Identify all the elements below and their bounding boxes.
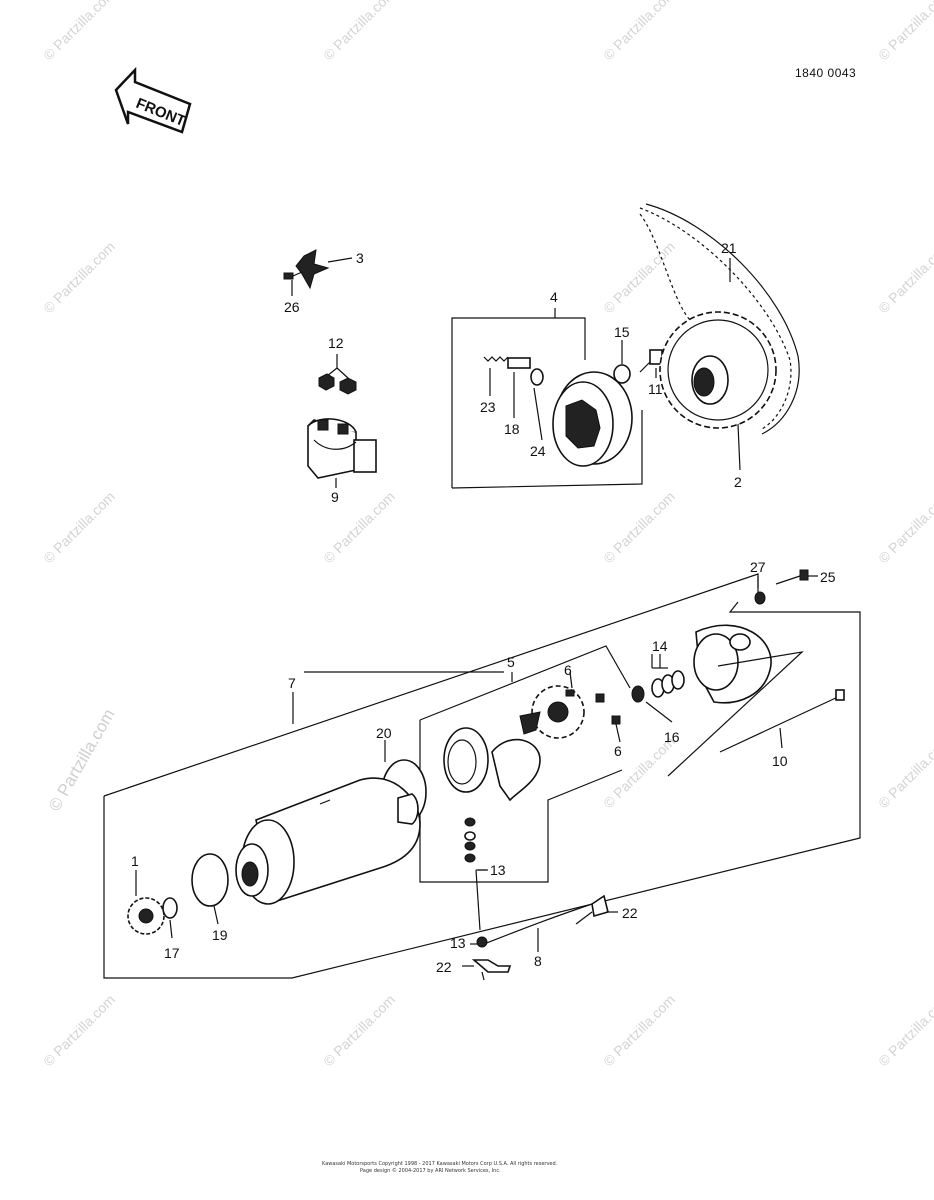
callout-3: 3 [356, 250, 364, 266]
callout-8: 8 [534, 953, 542, 969]
starter-motor [235, 777, 421, 905]
copyright-line-2: Page design © 2004-2017 by ARI Network S… [360, 1168, 501, 1174]
part-17-circlip [162, 897, 178, 939]
front-arrow-icon: FRONT [114, 66, 192, 134]
part-9-starter-relay [307, 418, 377, 488]
callout-6-bottom: 6 [614, 743, 622, 759]
callout-18: 18 [504, 421, 520, 437]
callout-26: 26 [284, 299, 300, 315]
callout-14: 14 [652, 638, 668, 654]
callout-1: 1 [131, 853, 139, 869]
part-21-chain [639, 203, 800, 435]
part-4-clutch-assembly [451, 308, 643, 489]
part-10-through-bolt [719, 689, 845, 753]
part-26-bolt [283, 271, 303, 296]
starter-end-cover [667, 624, 804, 777]
callout-6-top: 6 [564, 662, 572, 678]
callout-23: 23 [480, 399, 496, 415]
callout-16: 16 [664, 729, 680, 745]
part-24-roller [530, 368, 544, 441]
drawing-reference-number: 1840 0043 [795, 66, 857, 80]
part-23-spring [483, 356, 509, 396]
part-8-lead-wire [476, 901, 599, 952]
part-1-gear [127, 870, 165, 935]
callout-21: 21 [721, 240, 737, 256]
callout-7: 7 [288, 675, 296, 691]
callout-27: 27 [750, 559, 766, 575]
callout-11: 11 [648, 381, 663, 397]
brush-plate [519, 685, 585, 739]
callout-22-left: 22 [436, 959, 452, 975]
copyright-line-1: Kawasaki Motorsports Copyright 1998 - 20… [322, 1161, 558, 1167]
callout-10: 10 [772, 753, 788, 769]
brush-holder [443, 727, 541, 802]
starter-clutch-housing [552, 371, 633, 467]
callout-17: 17 [164, 945, 180, 961]
part-6-screws [565, 671, 621, 743]
callout-24: 24 [530, 443, 546, 459]
part-12-nuts [318, 354, 357, 395]
part-25-bolt [775, 569, 809, 585]
callout-22-right: 22 [622, 905, 638, 921]
part-14-washers [651, 654, 685, 698]
part-18-pin [507, 357, 531, 418]
callout-20: 20 [376, 725, 392, 741]
callout-19: 19 [212, 927, 228, 943]
part-3-bracket [295, 249, 353, 290]
callout-15: 15 [614, 324, 630, 340]
callout-2: 2 [734, 474, 742, 490]
callout-4: 4 [550, 289, 558, 305]
part-19-o-ring [191, 853, 229, 925]
part-2-sprocket [659, 311, 777, 471]
part-16-washer [631, 685, 673, 723]
callout-5: 5 [507, 654, 515, 670]
callout-13-upper: 13 [490, 862, 506, 878]
callout-25: 25 [820, 569, 836, 585]
part-13-nuts-washers [464, 817, 486, 931]
callout-13-lower: 13 [450, 935, 466, 951]
part-27-washer [754, 576, 766, 605]
part-15-washer [613, 340, 631, 384]
callout-12: 12 [328, 335, 344, 351]
part-11-bolt [639, 349, 663, 378]
callout-9: 9 [331, 489, 339, 505]
